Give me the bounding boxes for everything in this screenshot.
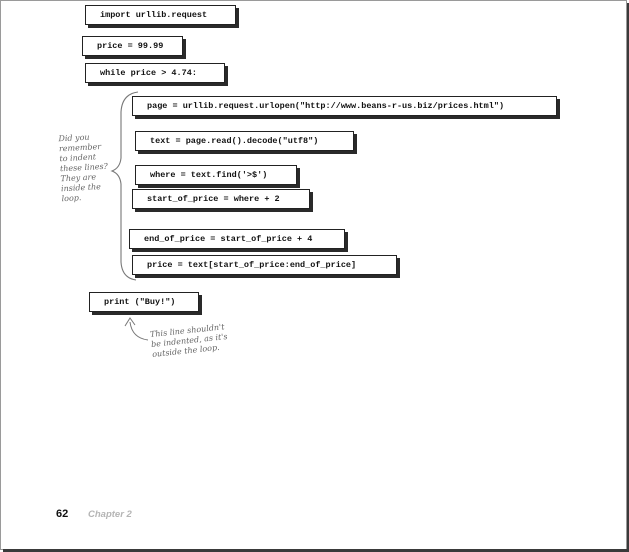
print-note-arrowhead [124, 317, 136, 327]
code-import-line: import urllib.request [85, 5, 236, 25]
code-page-line: page = urllib.request.urlopen("http://ww… [132, 96, 557, 116]
code-start-of-price-line: start_of_price = where + 2 [132, 189, 310, 209]
print-note-arrow [129, 321, 149, 341]
page-shadow-right [627, 3, 629, 552]
loop-brace [110, 91, 139, 281]
indent-annotation: Did you remember to indent these lines? … [58, 132, 109, 204]
code-end-of-price-line: end_of_price = start_of_price + 4 [129, 229, 345, 249]
code-text-line: text = page.read().decode("utf8") [135, 131, 354, 151]
code-print-line: print ("Buy!") [89, 292, 199, 312]
page-number: 62 [56, 508, 69, 520]
chapter-label: Chapter 2 [88, 509, 132, 520]
code-price-init-line: price = 99.99 [82, 36, 183, 56]
code-while-line: while price > 4.74: [85, 63, 225, 83]
page-shadow-bottom [3, 549, 629, 552]
code-where-line: where = text.find('>$') [135, 165, 297, 185]
code-price-slice-line: price = text[start_of_price:end_of_price… [132, 255, 397, 275]
